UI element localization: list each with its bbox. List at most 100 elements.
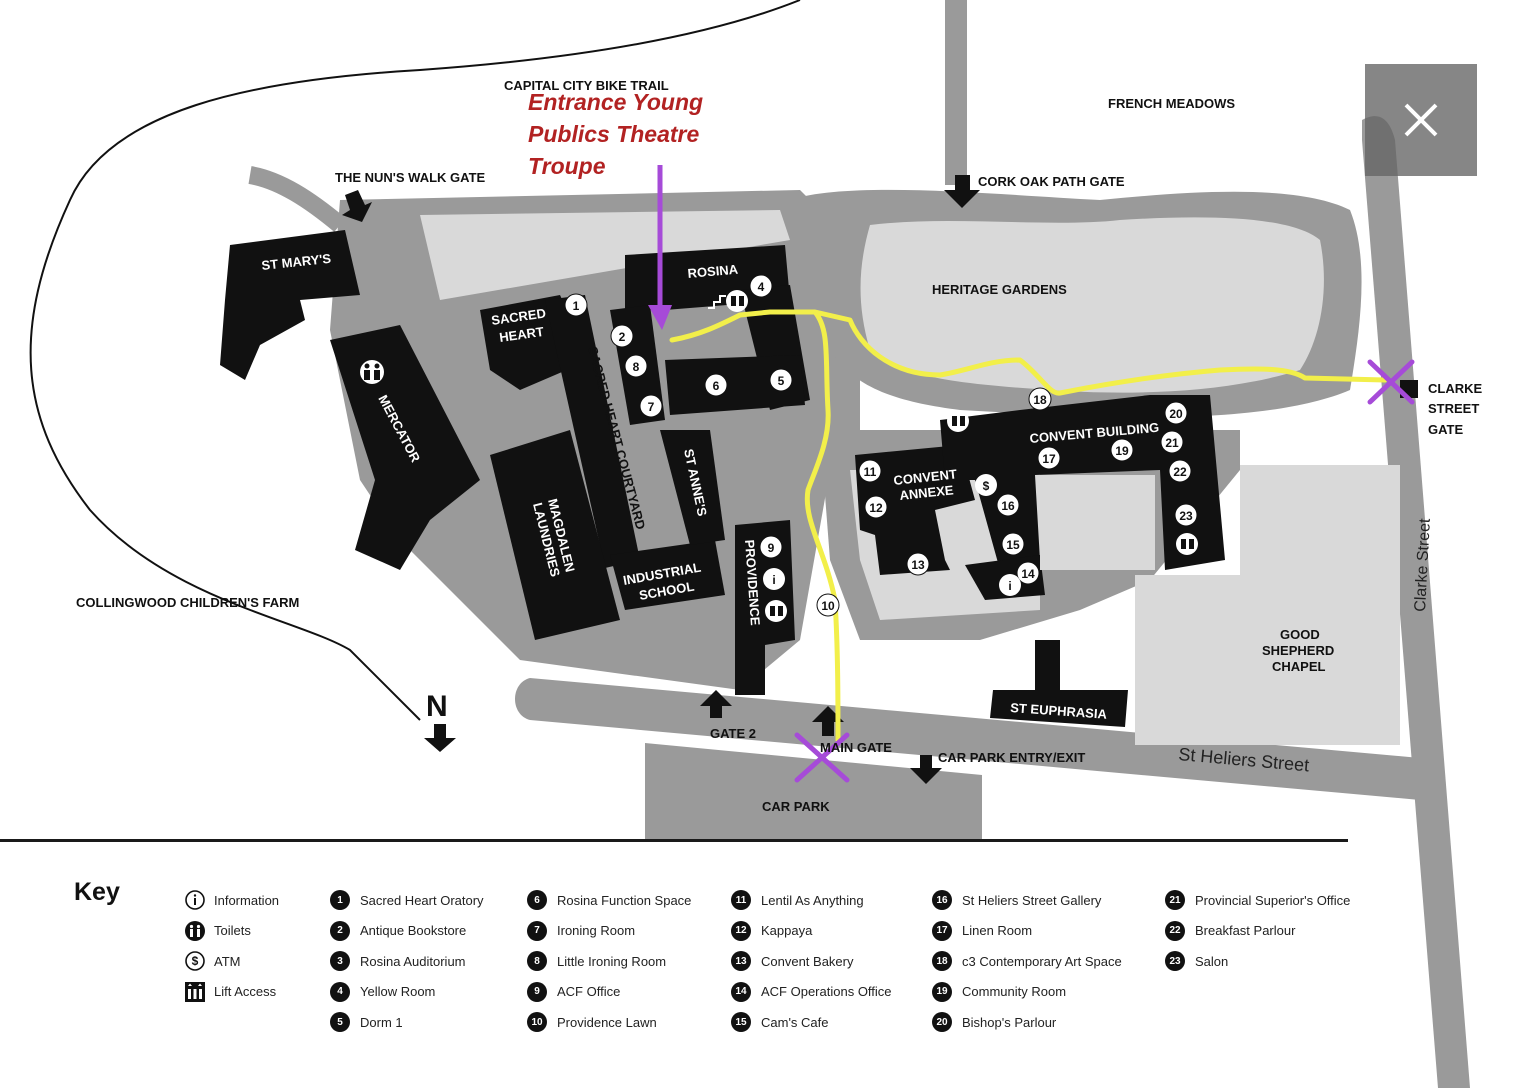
key-label: Breakfast Parlour	[1195, 923, 1296, 939]
location-marker-20: 20	[1164, 401, 1188, 425]
location-number: 14	[1021, 567, 1035, 581]
clarke-street-label: Clarke Street	[1412, 518, 1434, 613]
location-marker-15: 15	[1001, 532, 1025, 556]
key-label: Kappaya	[761, 923, 813, 939]
key-label: Ironing Room	[557, 923, 636, 939]
key-item-4: 4 Yellow Room	[330, 977, 484, 1008]
key-item-20: 20 Bishop's Parlour	[932, 1007, 1122, 1038]
key-number-badge: 13	[731, 951, 751, 972]
clarke-gate-x-marker	[1367, 359, 1415, 405]
entrance-pointer-head	[648, 305, 672, 330]
location-marker-21: 21	[1160, 430, 1184, 454]
key-label: Antique Bookstore	[360, 923, 467, 939]
atm-icon: $	[185, 951, 205, 972]
st-heliers-road	[515, 678, 1420, 800]
gate2-label: GATE 2	[710, 726, 756, 741]
building-st-euphrasia	[990, 640, 1128, 727]
location-marker-19: 19	[1110, 438, 1134, 462]
key-number-badge: 6	[527, 890, 547, 911]
convent-annexe-label: CONVENT	[893, 466, 958, 488]
location-number: 4	[758, 280, 765, 294]
toilets-icon	[185, 920, 205, 941]
cork-oak-gate-arrow	[944, 175, 980, 208]
info-icon: i	[999, 574, 1021, 596]
nuns-walk-gate-arrow	[342, 190, 372, 222]
key-label: Bishop's Parlour	[962, 1014, 1057, 1030]
clarke-gate-label-3: GATE	[1428, 422, 1463, 437]
heritage-gardens-lawn	[860, 217, 1324, 393]
nuns-walk-gate-label: THE NUN'S WALK GATE	[335, 170, 486, 185]
key-number-badge: 21	[1165, 890, 1185, 911]
close-button[interactable]	[1365, 64, 1477, 176]
building-st-annes	[660, 430, 725, 545]
key-item-14: 14 ACF Operations Office	[731, 977, 892, 1008]
info-icon	[185, 890, 205, 911]
collingwood-label: COLLINGWOOD CHILDREN'S FARM	[76, 595, 299, 610]
location-number: 23	[1179, 509, 1193, 523]
key-number-badge: 10	[527, 1012, 547, 1033]
building-rosina-block	[665, 355, 805, 415]
key-label: Salon	[1195, 953, 1229, 969]
key-label: Linen Room	[962, 923, 1033, 939]
legend-divider	[0, 839, 1348, 842]
toilets-icon	[947, 410, 969, 432]
key-title: Key	[74, 878, 120, 906]
info-icon: i	[763, 568, 785, 590]
clarke-street-road	[1362, 116, 1470, 1088]
key-number-badge: 4	[330, 981, 350, 1002]
cork-oak-path	[945, 0, 967, 185]
key-item-atm: $ ATM	[184, 946, 279, 977]
key-number-badge: 7	[527, 920, 547, 941]
building-convent-courtyard	[1040, 475, 1155, 570]
key-number-badge: 1	[330, 890, 350, 911]
location-marker-23: 23	[1174, 503, 1198, 527]
key-label: ATM	[214, 953, 241, 969]
location-marker-10: 10	[816, 593, 840, 617]
close-icon	[1404, 103, 1438, 137]
building-mercator	[330, 325, 480, 570]
location-marker-22: 22	[1168, 459, 1192, 483]
location-number: 19	[1115, 444, 1129, 458]
location-number: 22	[1173, 465, 1187, 479]
gate2-arrow	[700, 690, 732, 718]
location-marker-13: 13	[906, 552, 930, 576]
grounds-courtyard	[420, 210, 790, 300]
key-label: St Heliers Street Gallery	[962, 892, 1102, 908]
car-park-area	[645, 743, 982, 840]
key-number-badge: 2	[330, 920, 350, 941]
key-label: ACF Operations Office	[761, 984, 892, 1000]
building-magdalen	[490, 430, 620, 640]
toilets-icon	[765, 600, 787, 622]
site-boundary	[29, 0, 801, 721]
key-item-toilets: Toilets	[184, 916, 279, 947]
lift-icon	[708, 295, 726, 309]
key-number-badge: 23	[1165, 951, 1185, 972]
location-number: 8	[633, 360, 640, 374]
location-number: 2	[619, 330, 626, 344]
st-euphrasia-label: ST EUPHRASIA	[1010, 700, 1108, 722]
location-marker-5: 5	[769, 368, 793, 392]
key-number-badge: 14	[731, 981, 751, 1002]
entrance-annotation: Entrance Young Publics Theatre Troupe	[528, 86, 768, 182]
key-number-badge: 22	[1165, 920, 1185, 941]
key-label: Yellow Room	[360, 984, 436, 1000]
key-number-badge: 20	[932, 1012, 952, 1033]
location-number: 16	[1001, 499, 1015, 513]
main-gate-label: MAIN GATE	[820, 740, 892, 755]
location-marker-8: 8	[624, 354, 648, 378]
building-sacred-heart-wing	[545, 295, 640, 568]
key-number-badge: 5	[330, 1012, 350, 1033]
key-label: Lentil As Anything	[761, 892, 864, 908]
